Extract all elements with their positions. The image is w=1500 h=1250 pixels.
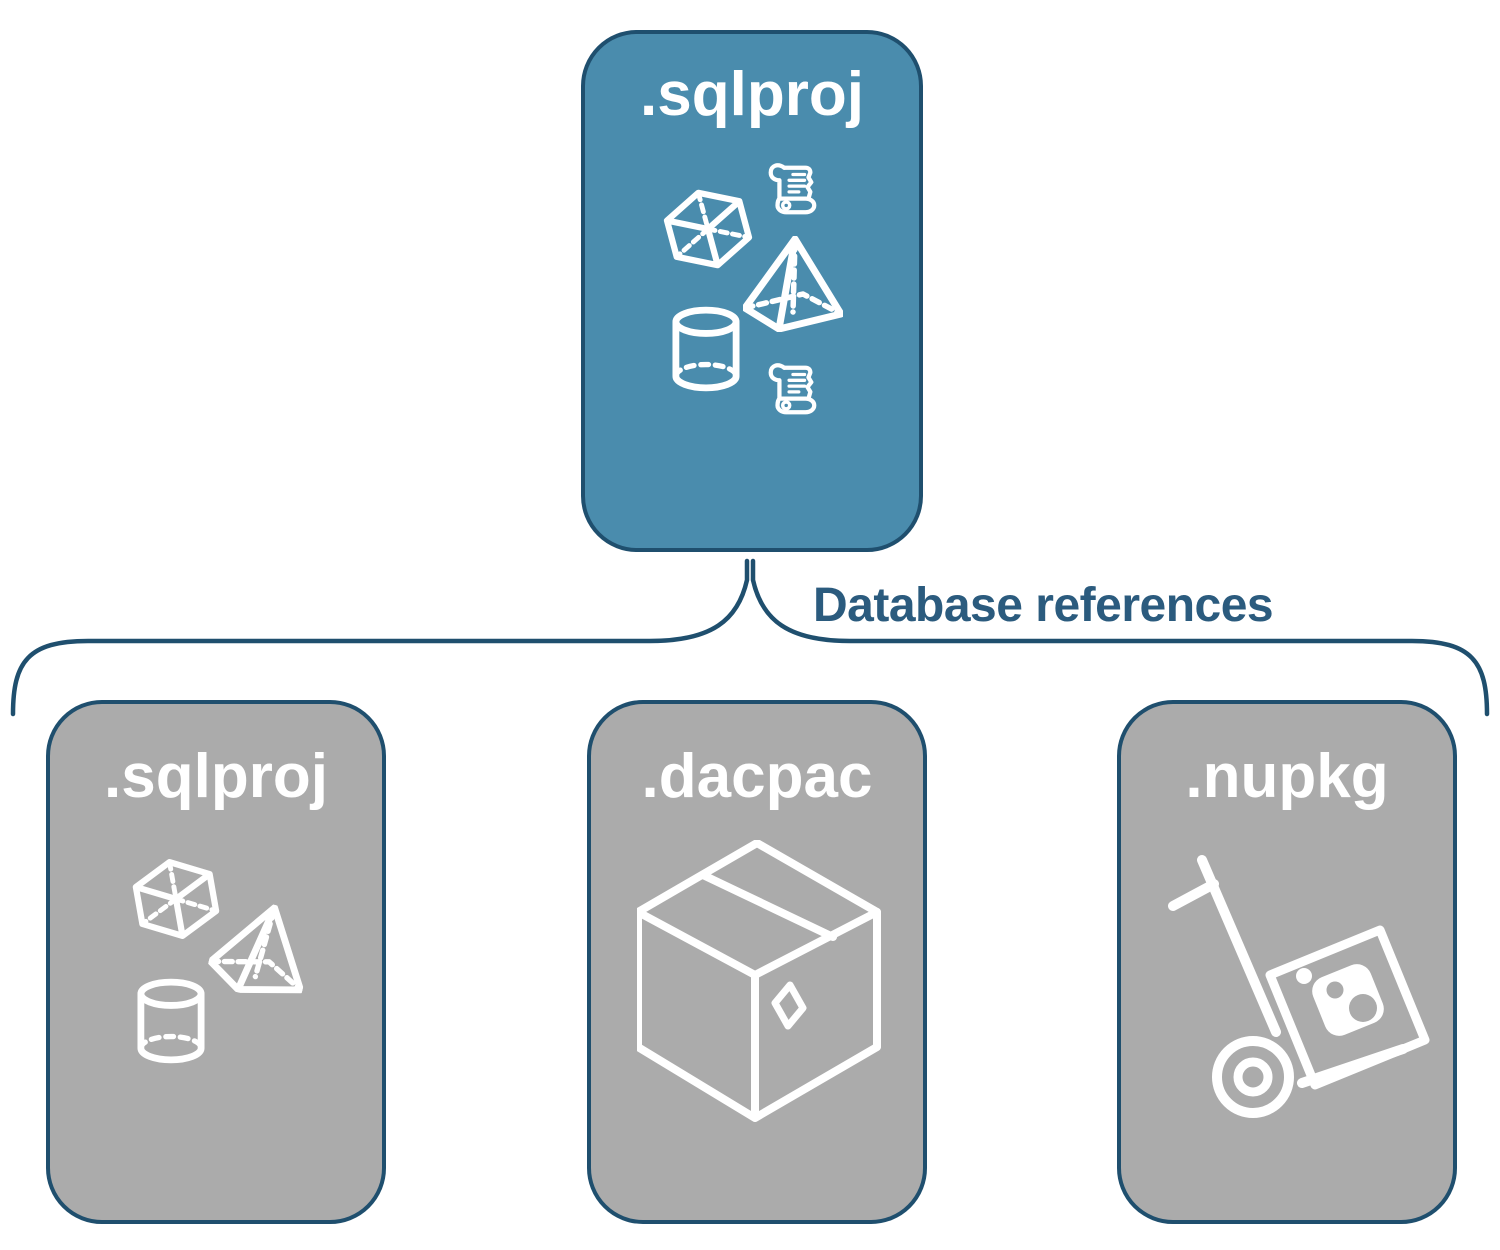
pyramid-icon	[743, 236, 843, 332]
cylinder-icon	[137, 978, 205, 1064]
node-title: .sqlproj	[104, 742, 328, 811]
cube-icon	[125, 851, 228, 947]
connector-label: Database references	[813, 579, 1274, 632]
pyramid-icon	[203, 893, 321, 1008]
node-title: .nupkg	[1185, 742, 1389, 811]
nuget-handtruck-icon	[1140, 840, 1440, 1140]
node-child-dacpac: .dacpac	[587, 700, 927, 1224]
node-child-nupkg: .nupkg	[1117, 700, 1457, 1224]
scroll-icon	[763, 360, 821, 418]
node-child-sqlproj: .sqlproj	[46, 700, 386, 1224]
cylinder-icon	[672, 306, 740, 392]
package-box-icon	[637, 840, 882, 1122]
node-title: .dacpac	[641, 742, 873, 811]
node-root-sqlproj: .sqlproj	[581, 30, 923, 552]
node-title: .sqlproj	[640, 60, 864, 129]
scroll-icon	[763, 160, 821, 218]
